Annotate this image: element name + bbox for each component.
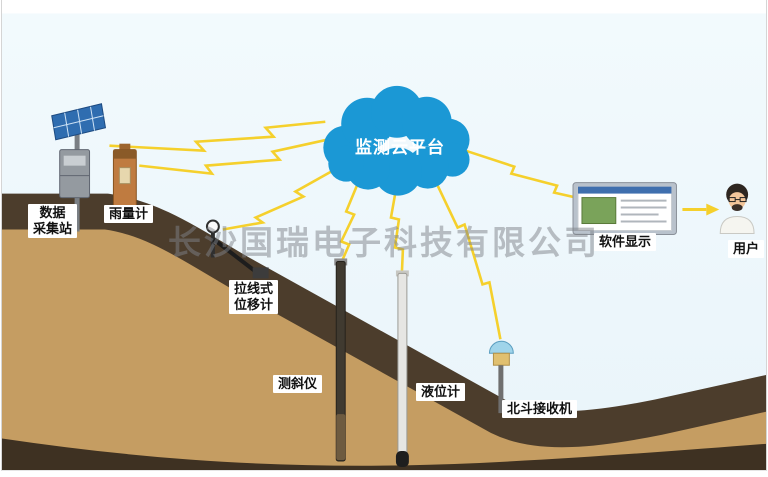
- cloud-shape: [323, 85, 470, 196]
- data-station-device: [51, 103, 107, 232]
- inclinometer-device: [334, 258, 348, 462]
- link-to-level-meter: [389, 189, 405, 273]
- rain-gauge-device: [112, 143, 137, 209]
- inclinometer-tube: [335, 260, 346, 462]
- user-beard: [731, 204, 743, 212]
- link-to-rain-gauge: [139, 138, 328, 176]
- label-software-display: 软件显示: [594, 233, 657, 251]
- link-to-beidou: [434, 181, 502, 340]
- label-data-station: 数据 采集站: [28, 204, 78, 238]
- subsoil-layer: [2, 211, 766, 470]
- wire-displacement-device: [205, 219, 269, 279]
- software-monitor: [572, 182, 677, 235]
- user-figure: [719, 183, 755, 235]
- label-rain-gauge: 雨量计: [104, 205, 154, 223]
- label-beidou: 北斗接收机: [502, 400, 578, 418]
- beidou-device: [488, 340, 514, 414]
- wireless-links: [109, 120, 720, 340]
- beidou-body: [492, 352, 510, 366]
- link-to-software: [462, 148, 586, 201]
- displacement-wheel: [205, 219, 220, 234]
- beidou-dome: [488, 340, 514, 354]
- displacement-post: [210, 227, 215, 258]
- label-inclinometer: 测斜仪: [273, 375, 323, 393]
- link-to-inclinometer: [339, 182, 360, 261]
- level-meter-device: [395, 270, 409, 468]
- level-meter-tube: [397, 272, 408, 459]
- user-face: [728, 192, 746, 210]
- level-meter-sensor: [395, 451, 409, 468]
- link-to-wire-displacement: [222, 166, 339, 231]
- company-watermark: 长沙国瑞电子科技有限公司: [168, 224, 600, 261]
- arrow-head: [706, 203, 720, 216]
- label-level-meter: 液位计: [416, 383, 466, 401]
- label-user: 用户: [728, 240, 765, 258]
- cloud-platform-title: 监测云平台: [355, 138, 445, 157]
- beidou-pole: [498, 365, 504, 414]
- label-wire-displacement: 拉线式 位移计: [229, 280, 279, 314]
- displacement-anchor: [252, 267, 269, 279]
- deepsoil-layer: [2, 438, 766, 470]
- user-torso: [719, 216, 755, 235]
- link-to-data-station: [109, 120, 326, 153]
